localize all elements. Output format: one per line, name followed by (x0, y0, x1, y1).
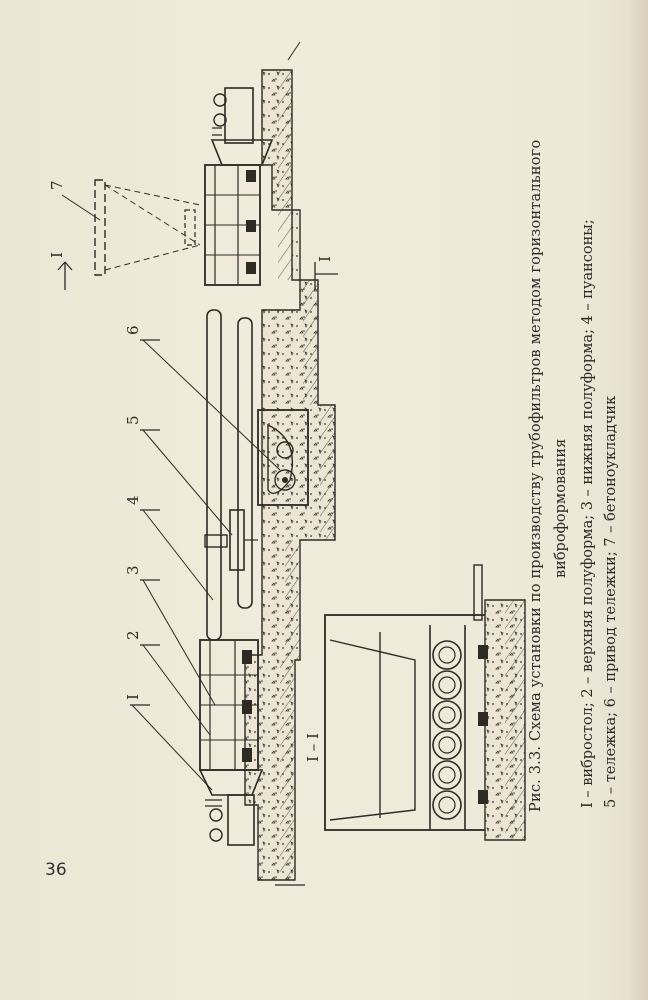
vibrostand-right (204, 164, 261, 286)
section-mark-left: I (48, 252, 66, 258)
cart-drive (257, 409, 309, 506)
figure-label-7: 7 (48, 180, 66, 190)
figure-caption-title-continued: виброформования (553, 438, 569, 578)
page-number: 36 (45, 860, 67, 880)
figure-label-1: I (124, 694, 142, 700)
leader-lines (130, 339, 281, 791)
figure-caption-title: Рис. 3.3. Схема установки по производств… (528, 139, 544, 812)
section-marks (57, 261, 338, 290)
section-view-label: I – I (304, 733, 322, 762)
figure-label-4: 4 (124, 495, 142, 505)
page-edge-shadow (628, 0, 648, 1000)
figure-label-5: 5 (124, 415, 142, 425)
punches-rod (206, 309, 253, 641)
figure-label-2: 2 (124, 630, 142, 640)
foundation-strip (244, 41, 336, 886)
vibrostand-left (199, 639, 259, 771)
figure-label-6: 6 (124, 325, 142, 335)
section-view-drawing (324, 564, 526, 841)
vibrostand-right-end (210, 87, 274, 166)
cart (204, 509, 258, 571)
section-mark-right: I (316, 256, 334, 262)
concrete-paver (61, 179, 201, 276)
vibrostand-left-end (198, 769, 264, 846)
figure-legend-line2: 5 – тележка; 6 – привод тележки; 7 – бет… (603, 395, 619, 808)
figure-legend-line1: I – вибростол; 2 – верхняя полуформа; 3 … (580, 219, 596, 808)
figure-label-3: 3 (124, 565, 142, 575)
